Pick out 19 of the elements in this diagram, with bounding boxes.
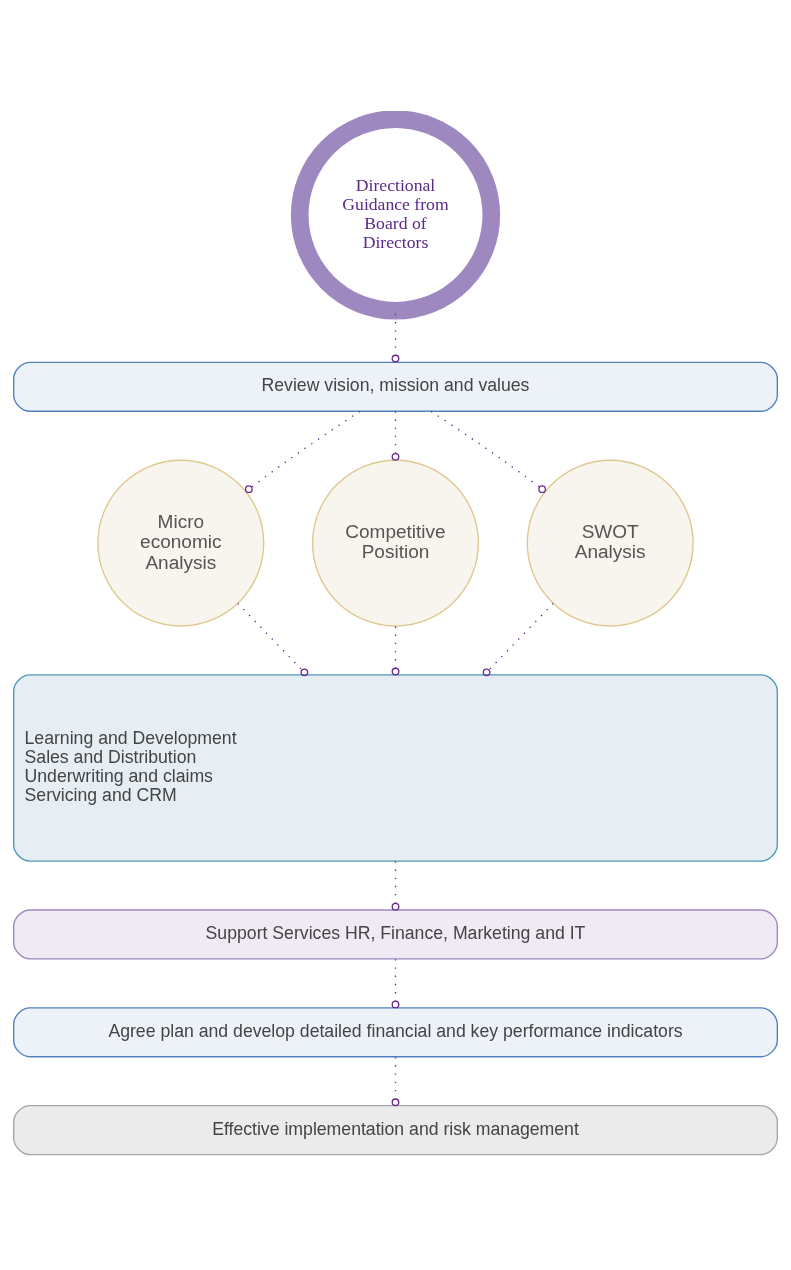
connector [430,410,547,493]
connector [391,860,400,911]
node-box: Effective implementation and risk management [13,1104,778,1155]
node-box: Learning and Development Sales and Distribution Underwriting and claims Servicing and CRM [13,673,778,862]
node-circle: Directional Guidance from Board of Directors [290,110,501,320]
connector [391,410,400,461]
connector [391,958,400,1008]
connector [391,312,400,362]
node-circle: Competitive Position [311,459,480,627]
connector [391,625,400,675]
connector [237,602,309,676]
node-box: Support Services HR, Finance, Marketing and IT [13,908,778,960]
node-box: Agree plan and develop detailed financial and key performance indicators [13,1006,778,1057]
connector [482,602,554,676]
connector [244,410,361,493]
node-circle: SWOT Analysis [526,459,694,627]
connector [391,1055,400,1106]
node-box: Review vision, mission and values [13,361,778,412]
node-circle: Micro economic Analysis [97,459,265,627]
